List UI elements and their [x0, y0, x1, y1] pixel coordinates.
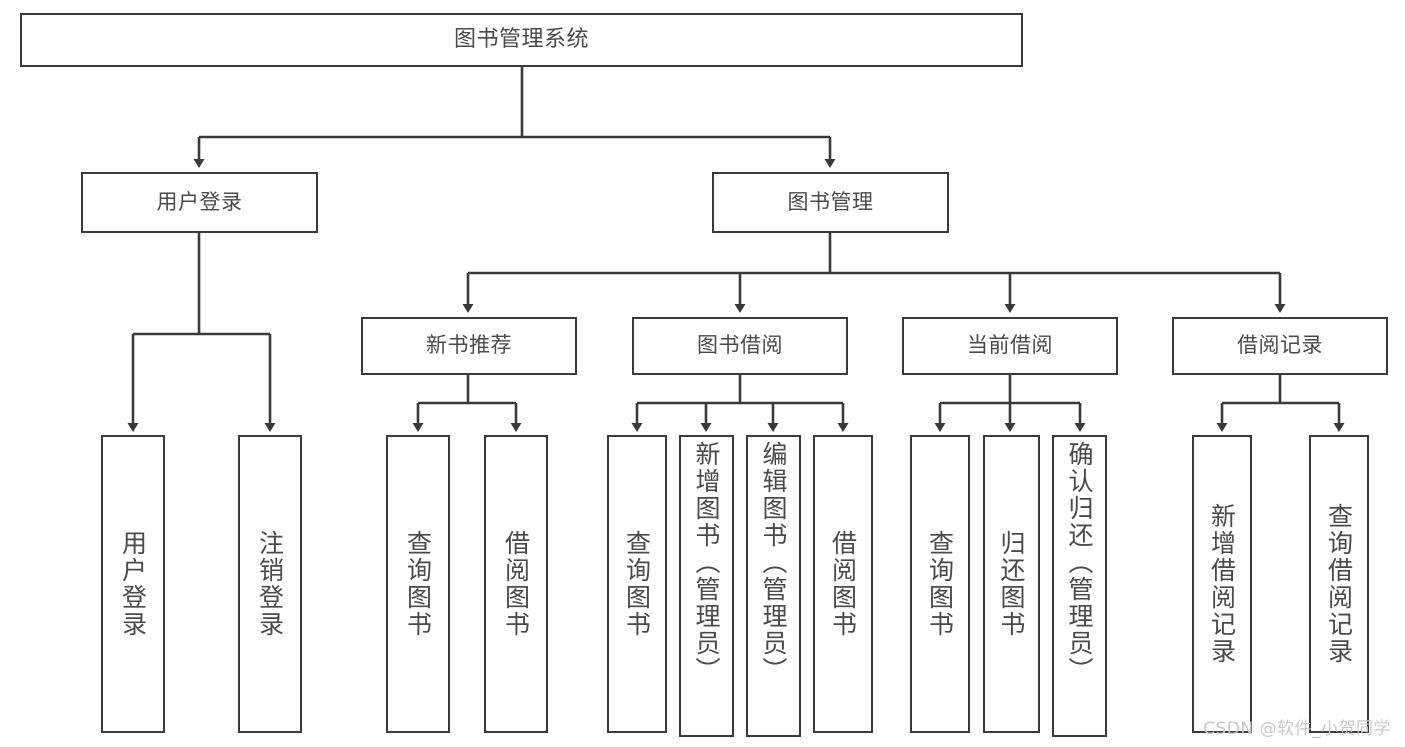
- node-label: 编辑图书（管理员）: [759, 441, 788, 684]
- node-label: 新增图书（管理员）: [692, 441, 721, 684]
- node-user-login[interactable]: 用户登录: [81, 172, 318, 233]
- node-book-borrow[interactable]: 图书借阅: [632, 317, 848, 375]
- node-label: 图书管理: [787, 189, 874, 214]
- node-label: 查询图书: [925, 530, 955, 638]
- node-label: 查询借阅记录: [1324, 503, 1354, 665]
- node-root-system[interactable]: 图书管理系统: [20, 13, 1023, 67]
- leaf-return-book[interactable]: 归还图书: [983, 435, 1040, 733]
- node-label: 新增借阅记录: [1207, 503, 1237, 665]
- watermark-text: CSDN @软件_小贺同学: [1203, 719, 1391, 739]
- leaf-query-borrow-record[interactable]: 查询借阅记录: [1309, 435, 1369, 733]
- node-label: 查询图书: [622, 530, 652, 638]
- leaf-add-borrow-record[interactable]: 新增借阅记录: [1192, 435, 1252, 733]
- node-label: 注销登录: [255, 530, 285, 638]
- node-label: 用户登录: [118, 530, 148, 638]
- node-label: 借阅图书: [501, 530, 531, 638]
- leaf-borrow-book-recommend[interactable]: 借阅图书: [484, 435, 548, 733]
- node-label: 图书借阅: [697, 333, 783, 358]
- node-label: 图书管理系统: [453, 26, 589, 52]
- leaf-confirm-return-admin[interactable]: 确认归还（管理员）: [1052, 435, 1107, 737]
- leaf-user-login[interactable]: 用户登录: [101, 435, 165, 733]
- node-label: 用户登录: [156, 189, 243, 214]
- leaf-logout[interactable]: 注销登录: [238, 435, 302, 733]
- leaf-edit-book-admin[interactable]: 编辑图书（管理员）: [746, 435, 801, 737]
- node-label: 归还图书: [997, 530, 1026, 638]
- leaf-borrow-book[interactable]: 借阅图书: [813, 435, 873, 733]
- leaf-query-book-recommend[interactable]: 查询图书: [386, 435, 450, 733]
- node-label: 当前借阅: [967, 333, 1053, 358]
- node-book-management[interactable]: 图书管理: [712, 172, 949, 233]
- leaf-add-book-admin[interactable]: 新增图书（管理员）: [679, 435, 734, 737]
- node-label: 新书推荐: [426, 333, 512, 358]
- node-new-book-recommend[interactable]: 新书推荐: [361, 317, 577, 375]
- node-label: 查询图书: [403, 530, 433, 638]
- node-label: 确认归还（管理员）: [1065, 441, 1094, 684]
- leaf-query-book-borrow[interactable]: 查询图书: [607, 435, 667, 733]
- node-current-borrow[interactable]: 当前借阅: [902, 317, 1118, 375]
- node-label: 借阅图书: [828, 530, 858, 638]
- leaf-query-book-current[interactable]: 查询图书: [910, 435, 970, 733]
- node-label: 借阅记录: [1237, 333, 1323, 358]
- node-borrow-record[interactable]: 借阅记录: [1172, 317, 1388, 375]
